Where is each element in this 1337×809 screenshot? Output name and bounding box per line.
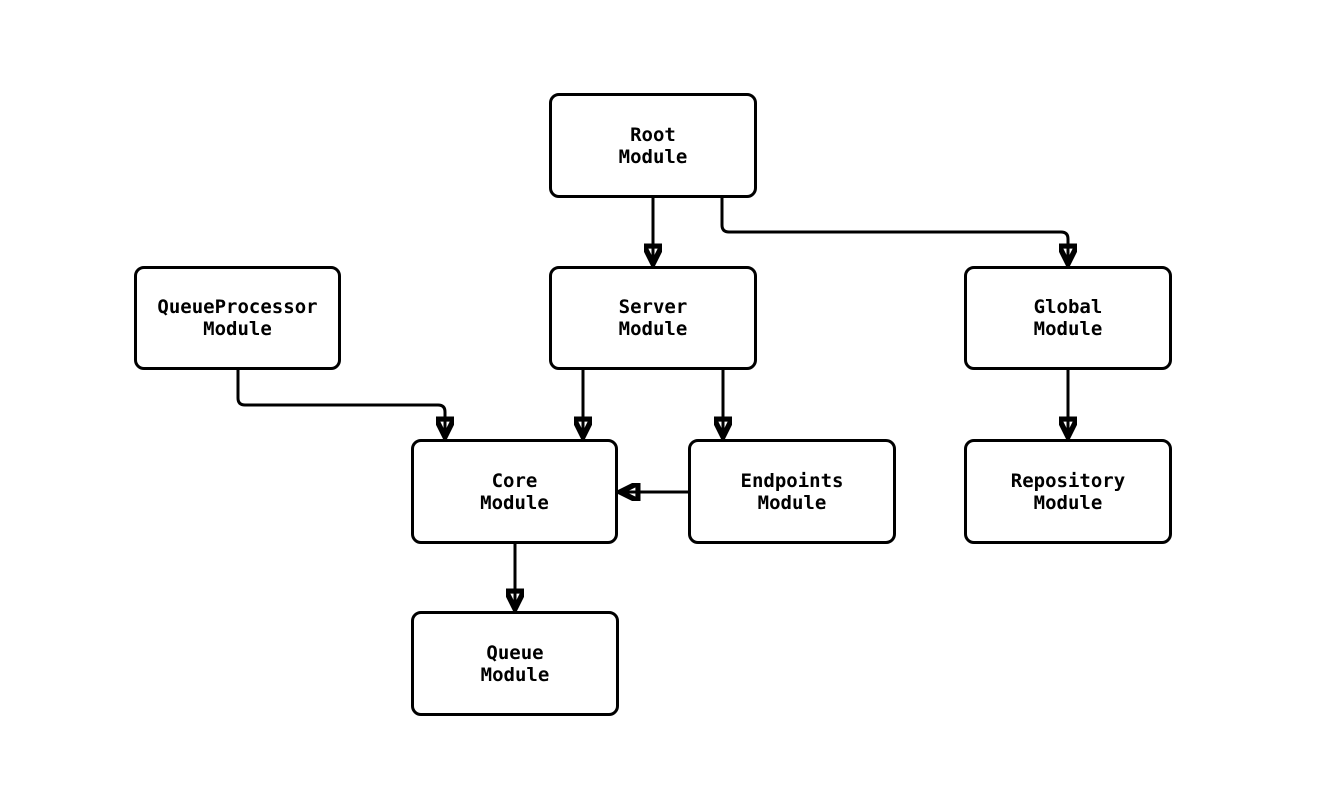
node-repository-module-label: Repository Module — [1010, 469, 1126, 514]
node-endpoints-module: Endpoints Module — [688, 439, 896, 544]
node-queue-module: Queue Module — [411, 611, 619, 716]
node-core-module: Core Module — [411, 439, 618, 544]
node-core-module-label: Core Module — [480, 469, 549, 514]
node-server-module-label: Server Module — [618, 296, 688, 340]
node-root-module-label: Root Module — [618, 123, 688, 168]
node-global-module-label: Global Module — [1033, 296, 1103, 340]
node-global-module: Global Module — [964, 266, 1172, 370]
edge-root-to-global — [720, 198, 1068, 263]
node-queueprocessor-module: QueueProcessor Module — [134, 266, 341, 370]
node-queueprocessor-module-label: QueueProcessor Module — [157, 296, 318, 340]
edge-queueprocessor-to-core — [236, 370, 445, 436]
node-root-module: Root Module — [549, 93, 757, 198]
node-queue-module-label: Queue Module — [480, 641, 550, 686]
node-repository-module: Repository Module — [964, 439, 1172, 544]
node-server-module: Server Module — [549, 266, 757, 370]
node-endpoints-module-label: Endpoints Module — [740, 469, 844, 514]
